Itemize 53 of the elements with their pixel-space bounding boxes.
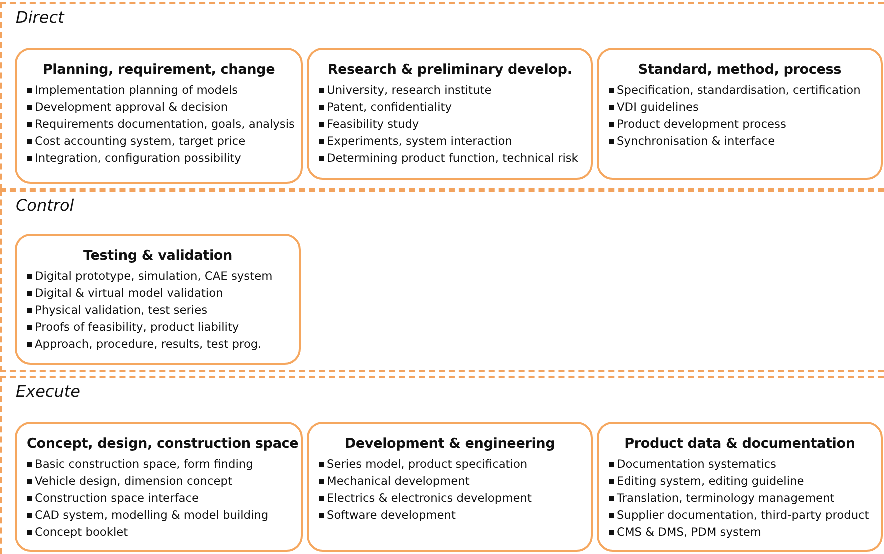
bullet-item: Experiments, system interaction xyxy=(319,133,587,150)
bullet-item: Basic construction space, form finding xyxy=(27,456,297,473)
bullet-item: Synchronisation & interface xyxy=(609,133,877,150)
card-heading: Product data & documentation xyxy=(624,436,856,452)
bullet-item: Digital & virtual model validation xyxy=(27,285,295,302)
bullet-item: Concept booklet xyxy=(27,524,297,541)
card-heading: Concept, design, construction space xyxy=(27,436,297,452)
category-card xyxy=(307,422,593,552)
bullet-item: Editing system, editing guideline xyxy=(609,473,877,490)
card-heading: Standard, method, process xyxy=(637,62,843,78)
dashed-band xyxy=(0,376,884,554)
bullet-item: Physical validation, test series xyxy=(27,302,295,319)
card-heading: Planning, requirement, change xyxy=(42,62,276,78)
bullet-item: Feasibility study xyxy=(319,116,587,133)
card-heading: Development & engineering xyxy=(344,436,556,452)
band-title: Direct xyxy=(16,8,64,27)
bullet-item: Patent, confidentiality xyxy=(319,99,587,116)
bullet-item: Product development process xyxy=(609,116,877,133)
bullet-item: Implementation planning of models xyxy=(27,82,297,99)
category-card xyxy=(597,422,883,552)
bullet-item: Digital prototype, simulation, CAE system xyxy=(27,268,295,285)
bullet-item: Requirements documentation, goals, analysis xyxy=(27,116,297,133)
bullet-item: University, research institute xyxy=(319,82,587,99)
card-heading: Testing & validation xyxy=(82,248,234,264)
bullet-item: CMS & DMS, PDM system xyxy=(609,524,877,541)
bullet-item: Electrics & electronics development xyxy=(319,490,587,507)
bullet-item: Supplier documentation, third-party product xyxy=(609,507,877,524)
band-title: Execute xyxy=(16,382,80,401)
bullet-item: Series model, product specification xyxy=(319,456,587,473)
bullet-item: Vehicle design, dimension concept xyxy=(27,473,297,490)
bullet-item: VDI guidelines xyxy=(609,99,877,116)
bullet-item: Documentation systematics xyxy=(609,456,877,473)
band-title: Control xyxy=(16,196,74,215)
bullet-item: Software development xyxy=(319,507,587,524)
category-card xyxy=(15,234,301,365)
bullet-item: Mechanical development xyxy=(319,473,587,490)
bullet-item: Proofs of feasibility, product liability xyxy=(27,319,295,336)
category-card xyxy=(15,422,303,552)
category-card xyxy=(307,48,593,180)
bullet-item: Integration, configuration possibility xyxy=(27,150,297,167)
dashed-band xyxy=(0,190,884,372)
card-heading: Research & preliminary develop. xyxy=(326,62,574,78)
bullet-item: Development approval & decision xyxy=(27,99,297,116)
category-card xyxy=(597,48,883,180)
category-card xyxy=(15,48,303,184)
bullet-item: Cost accounting system, target price xyxy=(27,133,297,150)
bullet-item: Construction space interface xyxy=(27,490,297,507)
dashed-band xyxy=(0,2,884,190)
bullet-item: Approach, procedure, results, test prog. xyxy=(27,336,295,353)
bullet-item: CAD system, modelling & model building xyxy=(27,507,297,524)
bullet-item: Determining product function, technical risk xyxy=(319,150,587,167)
bullet-item: Specification, standardisation, certification xyxy=(609,82,877,99)
bullet-item: Translation, terminology management xyxy=(609,490,877,507)
